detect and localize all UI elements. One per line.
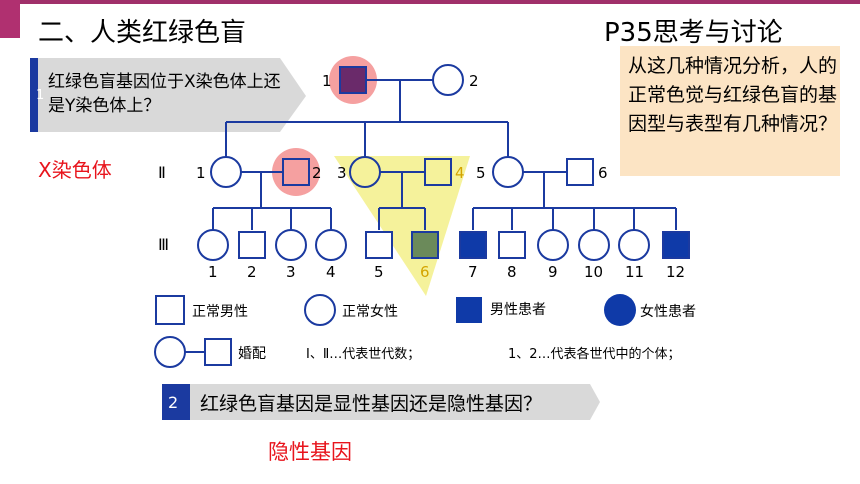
label-iii7: 7: [468, 263, 478, 281]
q2-answer: 隐性基因: [268, 440, 352, 464]
q1-text: 红绿色盲基因位于X染色体上还是Y染色体上？: [48, 72, 281, 116]
label-ii1: 1: [196, 164, 206, 182]
q2-number: 2: [168, 393, 179, 412]
iii6-affected-male: [411, 231, 439, 259]
label-iii4: 4: [326, 263, 336, 281]
iii8-normal-male: [498, 231, 526, 259]
iii12-affected-male: [662, 231, 690, 259]
label-i1: 1: [322, 72, 332, 90]
q1-answer: X染色体: [38, 158, 112, 182]
label-ii2: 2: [312, 164, 322, 182]
discussion-question: 从这几种情况分析，人的正常色觉与红绿色盲的基因型与表型有几种情况？: [628, 55, 838, 135]
iii2-normal-male: [238, 231, 266, 259]
iii10-normal-female: [578, 229, 610, 261]
label-iii6: 6: [420, 263, 430, 281]
legend-normal-male-label: 正常男性: [192, 304, 248, 320]
legend-generation-note: Ⅰ、Ⅱ…代表世代数；: [306, 347, 420, 362]
ii3-normal-female: [349, 156, 381, 188]
triangle-highlight: [334, 156, 470, 296]
legend-normal-female-symbol: [304, 294, 336, 326]
q2-banner: [162, 384, 600, 420]
q2-text: 红绿色盲基因是显性基因还是隐性基因？: [200, 393, 543, 415]
label-iii8: 8: [507, 263, 517, 281]
gen-label-iii: Ⅲ: [158, 235, 169, 254]
gen-label-ii: Ⅱ: [158, 163, 166, 182]
ii6-normal-male: [566, 158, 594, 186]
iii3-normal-female: [275, 229, 307, 261]
q1-number: 1: [36, 88, 45, 103]
q2-badge: [162, 384, 190, 420]
iii1-normal-female: [197, 229, 229, 261]
iii7-affected-male: [459, 231, 487, 259]
q1-badge: [30, 58, 38, 132]
legend-affected-male-symbol: [456, 297, 482, 323]
iii4-normal-female: [315, 229, 347, 261]
legend-marriage-label: 婚配: [238, 346, 266, 362]
i1-affected-male: [339, 66, 367, 94]
label-iii2: 2: [247, 263, 257, 281]
page-title: 二、人类红绿色盲: [38, 18, 247, 48]
label-iii10: 10: [584, 263, 603, 281]
iii11-normal-female: [618, 229, 650, 261]
legend-affected-male-label: 男性患者: [490, 302, 546, 318]
top-accent-bar: [0, 0, 860, 4]
ii2-normal-male: [282, 158, 310, 186]
ii1-normal-female: [210, 156, 242, 188]
legend-marriage-female: [154, 336, 186, 368]
label-iii11: 11: [625, 263, 644, 281]
label-i2: 2: [469, 72, 479, 90]
legend-normal-male-symbol: [155, 295, 185, 325]
label-ii3: 3: [337, 164, 347, 182]
label-iii12: 12: [666, 263, 685, 281]
q1-banner: [30, 58, 306, 132]
label-iii5: 5: [374, 263, 384, 281]
label-iii9: 9: [548, 263, 558, 281]
label-iii1: 1: [208, 263, 218, 281]
iii9-normal-female: [537, 229, 569, 261]
legend-affected-female-symbol: [604, 294, 636, 326]
ii5-normal-female: [492, 156, 524, 188]
legend-marriage-male: [204, 338, 232, 366]
legend-normal-female-label: 正常女性: [342, 303, 398, 320]
label-ii4: 4: [455, 164, 465, 182]
discussion-box: [620, 46, 840, 176]
iii5-normal-male: [365, 231, 393, 259]
ii4-normal-male: [424, 158, 452, 186]
legend-affected-female-label: 女性患者: [640, 303, 696, 320]
label-iii3: 3: [286, 263, 296, 281]
i2-normal-female: [432, 64, 464, 96]
corner-accent-block: [0, 0, 20, 38]
label-ii5: 5: [476, 164, 486, 182]
page-reference: P35思考与讨论: [604, 18, 783, 48]
legend-individual-note: 1、2…代表各世代中的个体；: [508, 346, 681, 362]
label-ii6: 6: [598, 164, 608, 182]
